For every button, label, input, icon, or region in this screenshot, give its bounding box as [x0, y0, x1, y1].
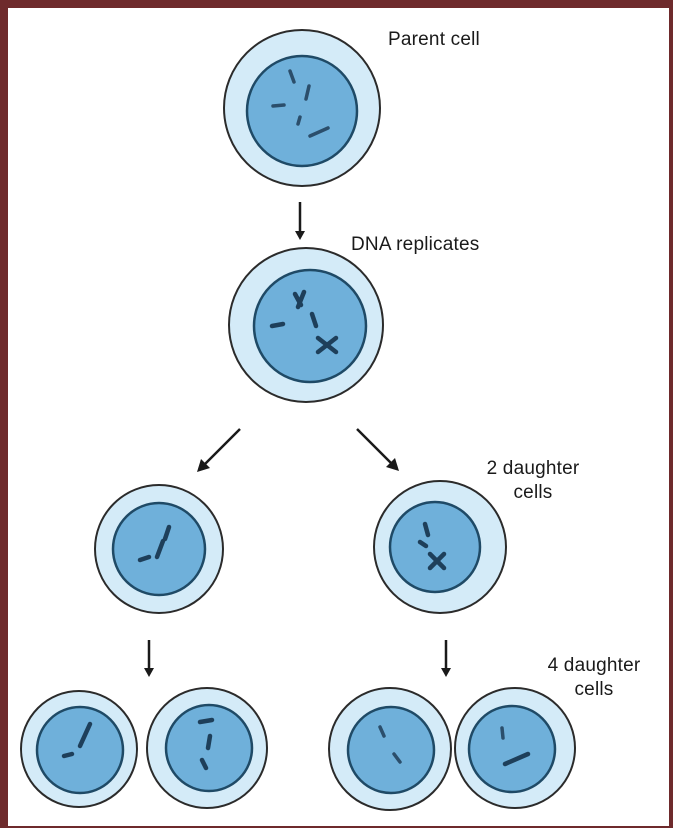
parent-cell-nucleus — [247, 56, 357, 166]
chromosome — [502, 728, 503, 738]
chromosome — [200, 720, 212, 722]
diagram-frame: Parent cell DNA replicates 2 daughter ce… — [8, 8, 669, 826]
left-daughter-cell — [95, 485, 223, 613]
replicated-cell — [229, 248, 383, 402]
granddaughter-1-nucleus — [37, 707, 123, 793]
arrow-right-to-granddaughters — [441, 640, 451, 677]
right-daughter-nucleus — [390, 502, 480, 592]
granddaughter-4-nucleus — [469, 706, 555, 792]
arrow-parent-to-replicated — [295, 202, 305, 240]
dna-replicates-label: DNA replicates — [351, 233, 479, 257]
granddaughter-3-nucleus — [348, 707, 434, 793]
chromosome — [273, 105, 284, 106]
chromosome — [298, 117, 300, 124]
two-daughter-cells-label: 2 daughter cells — [458, 457, 608, 505]
four-daughter-cells-label: 4 daughter cells — [520, 654, 668, 702]
cell-division-diagram — [8, 8, 669, 826]
granddaughter-cell-1 — [21, 691, 137, 807]
arrow-left-to-granddaughters — [144, 640, 154, 677]
chromosome — [425, 524, 428, 535]
four-daughter-line2: cells — [520, 678, 668, 702]
two-daughter-line2: cells — [458, 481, 608, 505]
granddaughter-cell-4 — [455, 688, 575, 808]
chromosome — [272, 324, 283, 326]
chromosome — [208, 736, 210, 748]
parent-cell-label: Parent cell — [388, 28, 480, 52]
granddaughter-cell-2 — [147, 688, 267, 808]
chromosome — [64, 754, 72, 756]
chromosome — [140, 557, 149, 560]
two-daughter-line1: 2 daughter — [458, 457, 608, 481]
parent-cell — [224, 30, 380, 186]
granddaughter-cell-3 — [329, 688, 451, 810]
arrow-to-left-daughter — [197, 429, 240, 472]
four-daughter-line1: 4 daughter — [520, 654, 668, 678]
arrow-to-right-daughter — [357, 429, 399, 471]
